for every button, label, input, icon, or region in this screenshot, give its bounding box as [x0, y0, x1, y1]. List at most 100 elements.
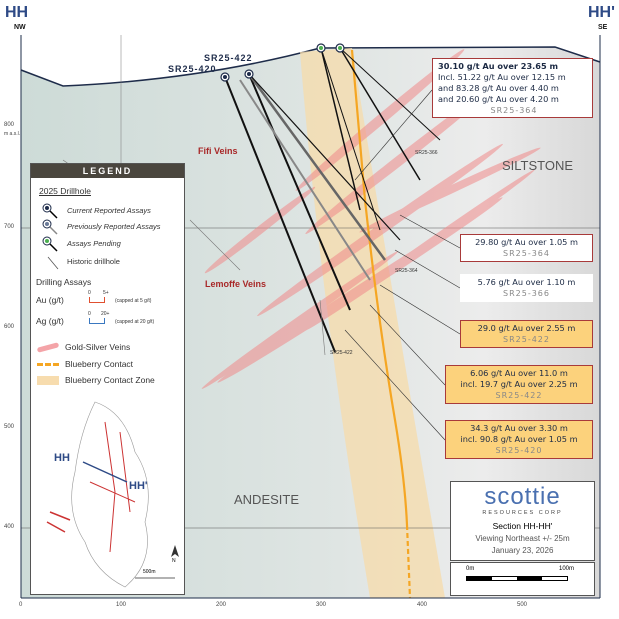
company-subtitle: RESOURCES CORP — [482, 510, 563, 516]
y-tick-400: 400 — [4, 524, 15, 530]
drillhole-pending-1 — [320, 47, 361, 211]
assay-callout-2: 29.80 g/t Au over 1.05 m SR25-364 — [460, 234, 593, 262]
au-scale-bar — [89, 297, 105, 303]
legend-title: LEGEND — [31, 164, 184, 178]
y-axis-unit: m a.s.l. — [4, 131, 21, 137]
legend-ag-label: Ag (g/t) — [36, 316, 64, 326]
legend-assays-heading: Drilling Assays — [36, 277, 92, 287]
blueberry-contact-zone — [300, 48, 445, 598]
historic-drillhole — [189, 219, 241, 271]
legend-previous: Previously Reported Assays — [67, 222, 161, 231]
assay-callout-4: 29.0 g/t Au over 2.55 m SR25-422 — [460, 320, 593, 348]
legend: LEGEND 2025 Drillhole Current Reported A… — [30, 163, 185, 595]
previous-assays-icon — [42, 219, 58, 235]
drillhole-sr25-420 — [224, 76, 336, 353]
au-note: (capped at 5 g/t) — [115, 298, 152, 304]
section-title: Section HH-HH' — [492, 521, 553, 531]
callout-line: Incl. 51.22 g/t Au over 12.15 m — [438, 72, 566, 82]
callout-line: incl. 90.8 g/t Au over 1.05 m — [460, 434, 578, 444]
legend-veins: Gold-Silver Veins — [65, 342, 131, 352]
vein — [295, 49, 465, 191]
drillhole-label-sr25-422: SR25-422 — [204, 53, 253, 63]
assay-callout-1: 30.10 g/t Au over 23.65 m Incl. 51.22 g/… — [432, 58, 593, 118]
x-tick-400: 400 — [417, 602, 428, 608]
drillholes — [62, 47, 441, 356]
au-scale-max: 5+ — [103, 290, 109, 296]
callout-hole: SR25-366 — [503, 289, 550, 298]
callout-line: 29.0 g/t Au over 2.55 m — [477, 323, 576, 333]
x-tick-100: 100 — [116, 602, 127, 608]
ag-scale-min: 0 — [88, 311, 91, 317]
ag-note: (capped at 20 g/t) — [115, 319, 155, 325]
y-tick-800: 800 — [4, 122, 15, 128]
section-date: January 23, 2026 — [491, 546, 554, 555]
inset-hh-label: HH — [54, 452, 70, 464]
vein — [204, 186, 316, 274]
legend-pending: Assays Pending — [67, 239, 121, 248]
assay-callout-3: 5.76 g/t Au over 1.10 m SR25-366 — [460, 274, 593, 302]
vein-swatch — [36, 342, 60, 353]
section-start-label: HH — [5, 4, 29, 21]
drillhole-pending-4 — [320, 47, 381, 231]
vein — [305, 169, 535, 331]
callout-hole: SR25-422 — [503, 335, 550, 344]
vein — [305, 86, 495, 234]
callout-line: 34.3 g/t Au over 3.30 m — [470, 423, 568, 433]
drillhole-sr25-422b — [247, 73, 387, 261]
drillhole-label-sr25-364: SR25-364 — [395, 268, 418, 274]
y-tick-600: 600 — [4, 324, 15, 330]
scale-max: 100m — [559, 566, 575, 572]
drillhole-sr25-422 — [248, 73, 351, 311]
assay-callout-5: 6.06 g/t Au over 11.0 m incl. 19.7 g/t A… — [445, 365, 593, 404]
vein — [359, 147, 541, 233]
ag-scale-max: 20+ — [101, 311, 110, 317]
legend-drillhole-symbols — [42, 203, 59, 270]
scale-bar-box: 0m 100m — [450, 562, 595, 596]
assay-callout-6: 34.3 g/t Au over 3.30 m incl. 90.8 g/t A… — [445, 420, 593, 459]
drillhole-sr25-422c — [248, 73, 401, 241]
contact-swatch — [37, 363, 59, 366]
drillhole-label-sr25-420: SR25-420 — [168, 64, 217, 74]
drillhole-prev — [239, 79, 371, 281]
north-arrow-icon — [171, 545, 179, 557]
callout-line: 30.10 g/t Au over 23.65 m — [438, 61, 559, 71]
inset-hh-prime-label: HH' — [129, 480, 148, 492]
direction-se: SE — [598, 24, 608, 31]
pending-assays-icon — [42, 236, 58, 252]
current-assays-icon — [42, 203, 58, 219]
inset-section-line — [82, 461, 128, 483]
blueberry-contact — [350, 49, 409, 526]
drillhole-end-label: SR25-422 — [330, 350, 353, 356]
legend-contact-zone: Blueberry Contact Zone — [65, 375, 155, 385]
callout-line: incl. 19.7 g/t Au over 2.25 m — [460, 379, 578, 389]
callout-line: and 83.28 g/t Au over 4.40 m — [438, 83, 559, 93]
vein — [201, 251, 399, 389]
scale-min: 0m — [466, 566, 475, 572]
x-tick-200: 200 — [216, 602, 227, 608]
drillhole-pending-3 — [339, 47, 441, 141]
lemoffe-veins-label: Lemoffe Veins — [205, 279, 267, 289]
historic-drillhole-icon — [47, 256, 59, 270]
inset-map — [46, 401, 179, 588]
north-label: N — [172, 558, 176, 564]
callout-hole: SR25-420 — [495, 446, 543, 455]
drillhole-label-sr25-366: SR25-366 — [415, 150, 438, 156]
topography-line — [20, 46, 601, 87]
direction-nw: NW — [14, 24, 26, 31]
au-scale-min: 0 — [88, 290, 91, 296]
callout-hole: SR25-422 — [495, 391, 543, 400]
viewing-direction: Viewing Northeast +/- 25m — [475, 534, 570, 543]
x-tick-300: 300 — [316, 602, 327, 608]
contact-zone-swatch — [37, 376, 59, 385]
company-logo: scottie — [484, 483, 561, 510]
y-tick-500: 500 — [4, 424, 15, 430]
legend-historic: Historic drillhole — [67, 257, 120, 266]
callout-line: and 20.60 g/t Au over 4.20 m — [438, 94, 559, 104]
callout-line: 29.80 g/t Au over 1.05 m — [475, 237, 578, 247]
rock-unit-andesite: ANDESITE — [234, 492, 300, 507]
historic-drillhole — [319, 299, 326, 356]
ag-scale-bar — [89, 318, 105, 324]
callout-line: 5.76 g/t Au over 1.10 m — [477, 277, 576, 287]
y-tick-700: 700 — [4, 224, 15, 230]
x-tick-0: 0 — [19, 602, 23, 608]
